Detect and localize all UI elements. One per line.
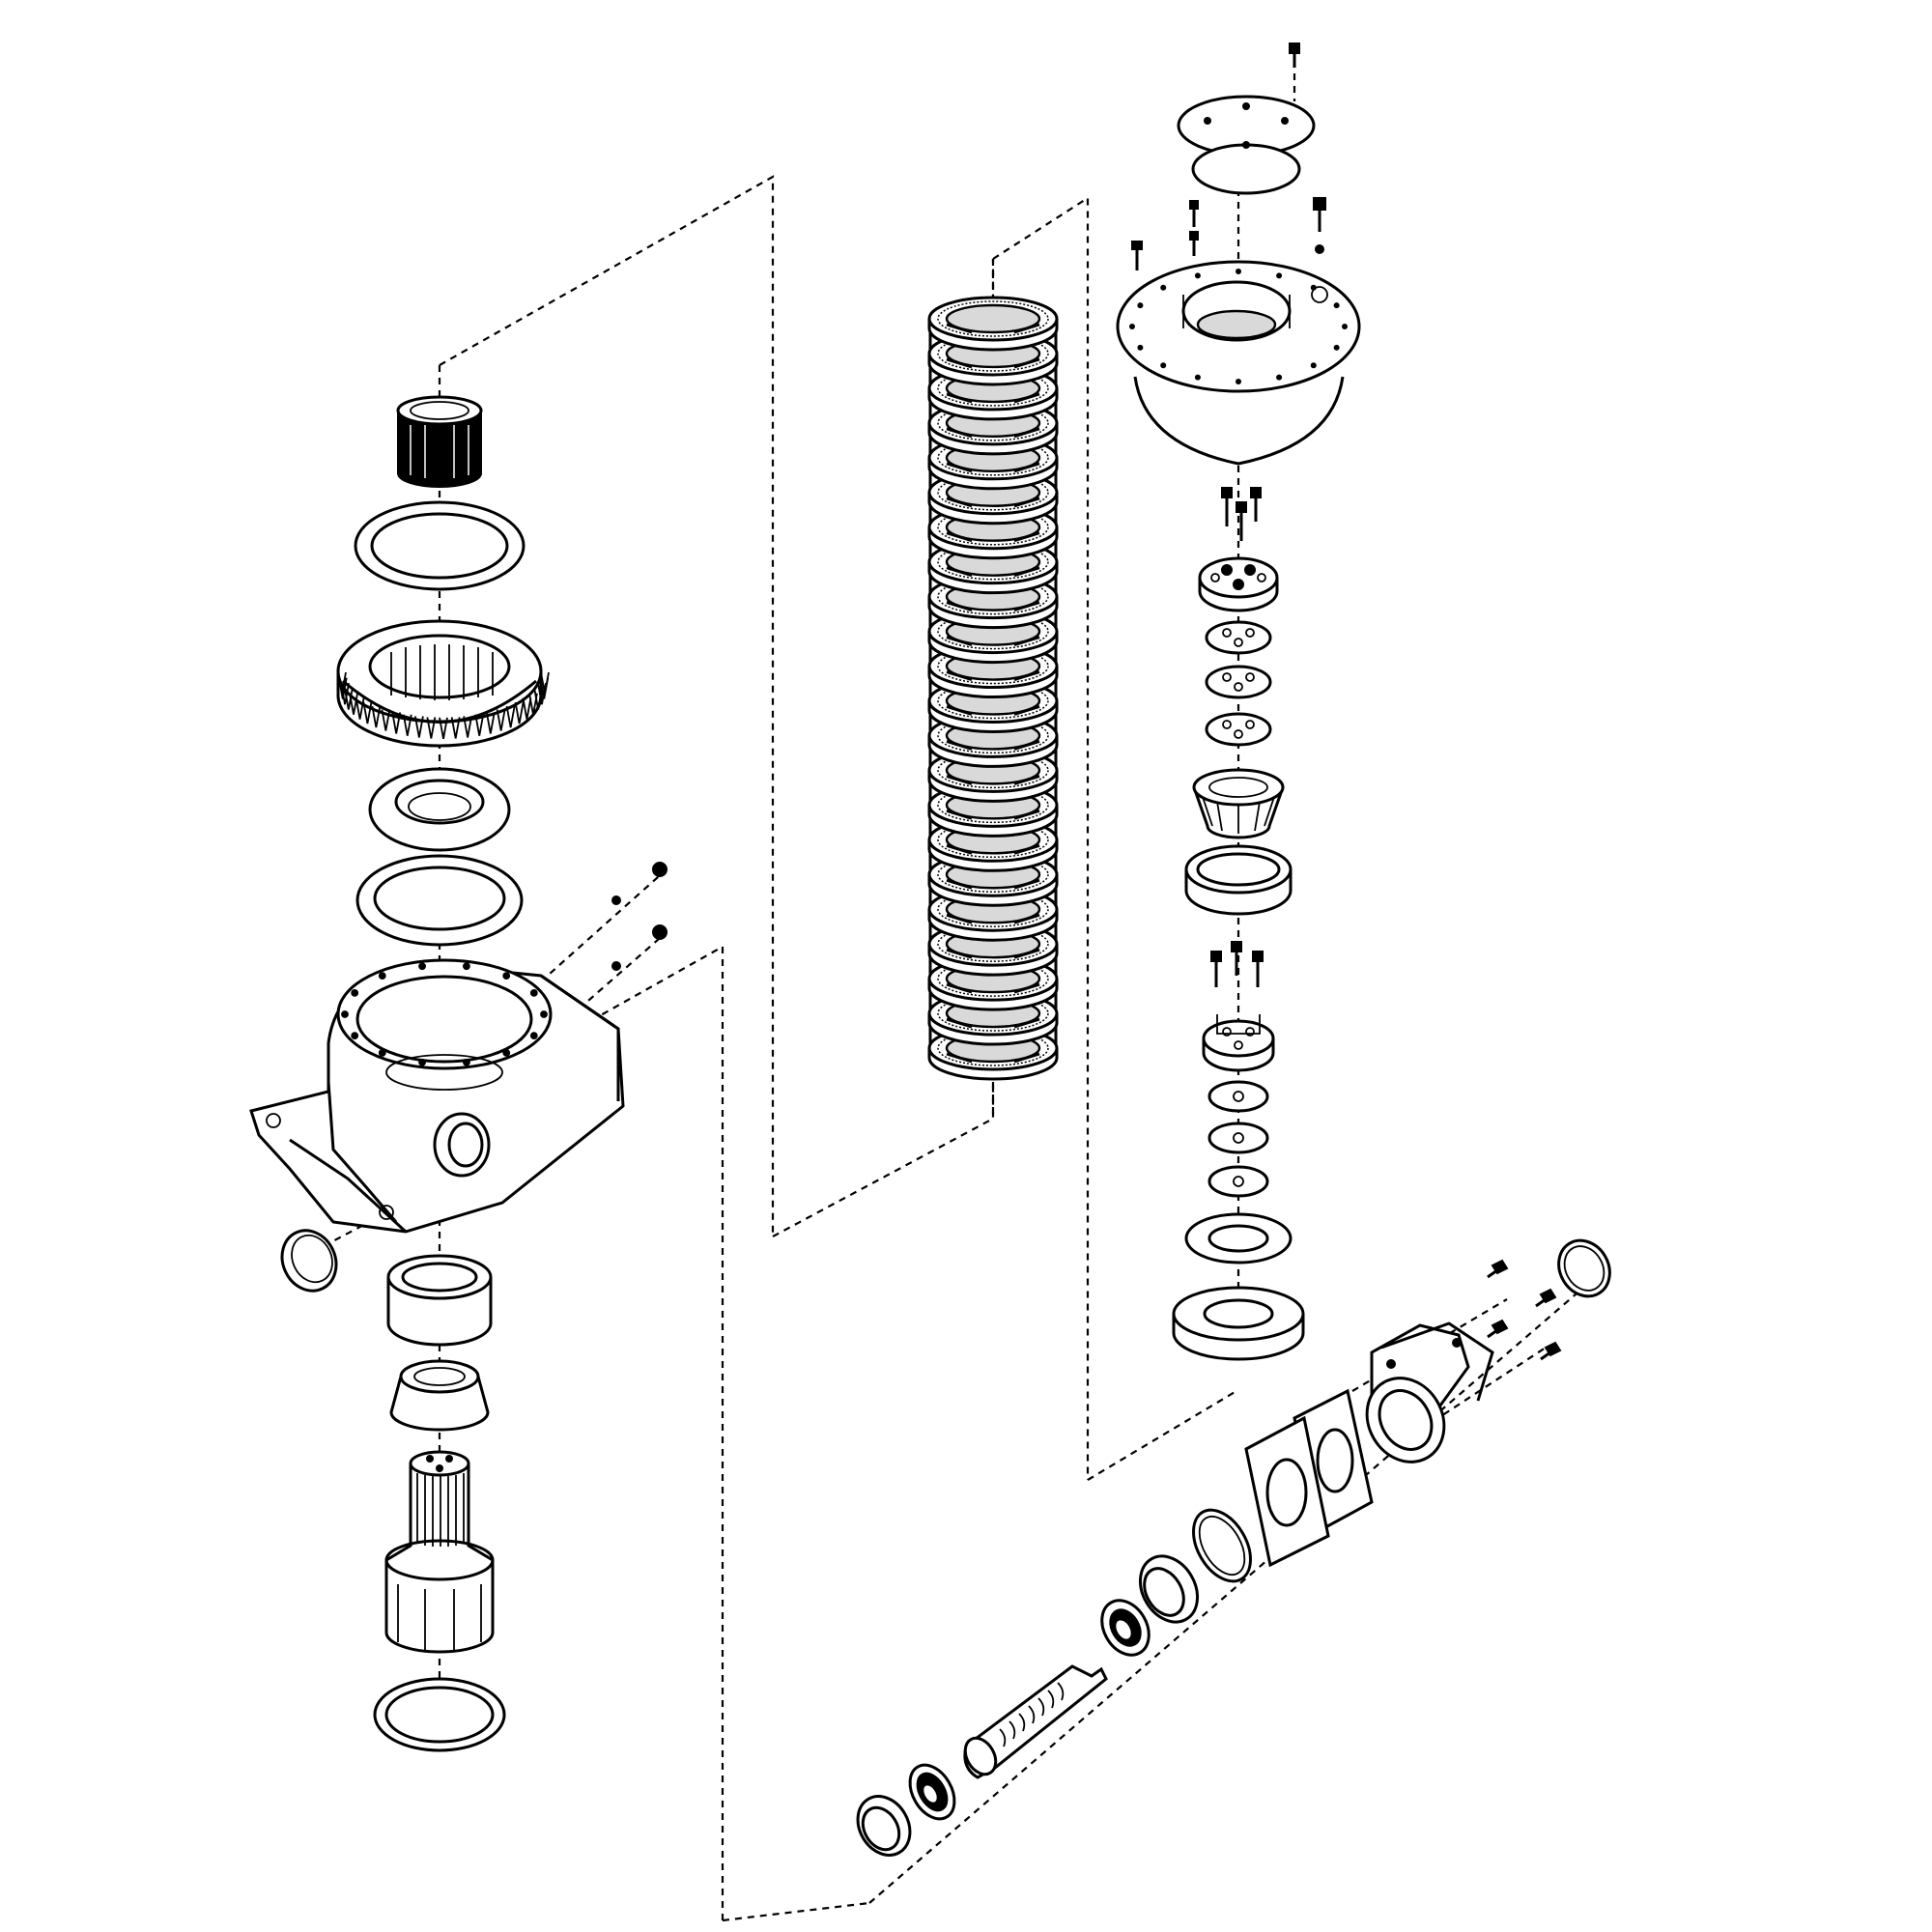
- shaft-bearing-cup: [1138, 1554, 1200, 1624]
- planet-gear-upper-1: [1205, 620, 1272, 655]
- shaft-bearing-cone-upper: [1100, 1599, 1151, 1657]
- needle-bearing: [396, 395, 483, 488]
- o-ring-middle: [1192, 1508, 1252, 1583]
- upper-bearing-cup: [1184, 844, 1293, 916]
- bearing-cup: [386, 1254, 493, 1347]
- planet-gear-lower-1: [1208, 1080, 1269, 1113]
- motor-adapter-housing: [1365, 1321, 1494, 1463]
- shaft-centerline: [868, 1269, 1605, 1904]
- worm-shaft: [963, 1664, 1108, 1779]
- planet-carrier-upper: [1198, 556, 1279, 612]
- swing-housing: [249, 862, 668, 1234]
- planet-gear-upper-2: [1205, 665, 1272, 699]
- side-cover-plug: [280, 1229, 338, 1293]
- bearing-cone: [389, 1359, 490, 1432]
- sun-gear-plate: [1172, 1286, 1305, 1361]
- planet-gear-upper-3: [1205, 712, 1272, 747]
- thrust-washer-middle: [355, 854, 524, 947]
- planet-carrier-lower: [1202, 1014, 1275, 1072]
- ring-gear: [336, 619, 550, 748]
- motor-cap-bolts: [1487, 1259, 1562, 1361]
- motor-mounting-flange: [1116, 260, 1361, 466]
- thrust-washer-upper: [354, 500, 526, 591]
- planet-gear-lower-3: [1208, 1165, 1269, 1198]
- planet-gear-lower-2: [1208, 1122, 1269, 1154]
- upper-bearing-cone: [1192, 768, 1285, 839]
- friction-disc: [927, 296, 1059, 352]
- carrier-bolts-lower: [1210, 941, 1264, 987]
- thrust-washer-lower: [1184, 1212, 1293, 1264]
- motor-flange-bolts: [1131, 197, 1326, 270]
- carrier-bolts-upper: [1221, 487, 1262, 541]
- shaft-bearing-cup-lower: [856, 1795, 912, 1857]
- o-ring-right: [1557, 1238, 1611, 1298]
- gasket-square-2: [1244, 1415, 1330, 1568]
- pinion-shaft: [384, 1450, 495, 1654]
- bottom-seal-ring: [373, 1677, 506, 1752]
- friction-disc-stack: [927, 296, 1059, 1081]
- hub-bearing-race: [368, 767, 511, 852]
- shaft-bearing-cone-lower: [908, 1763, 956, 1821]
- top-cover-plate: [1177, 95, 1316, 195]
- top-cap-bolt: [1289, 43, 1300, 68]
